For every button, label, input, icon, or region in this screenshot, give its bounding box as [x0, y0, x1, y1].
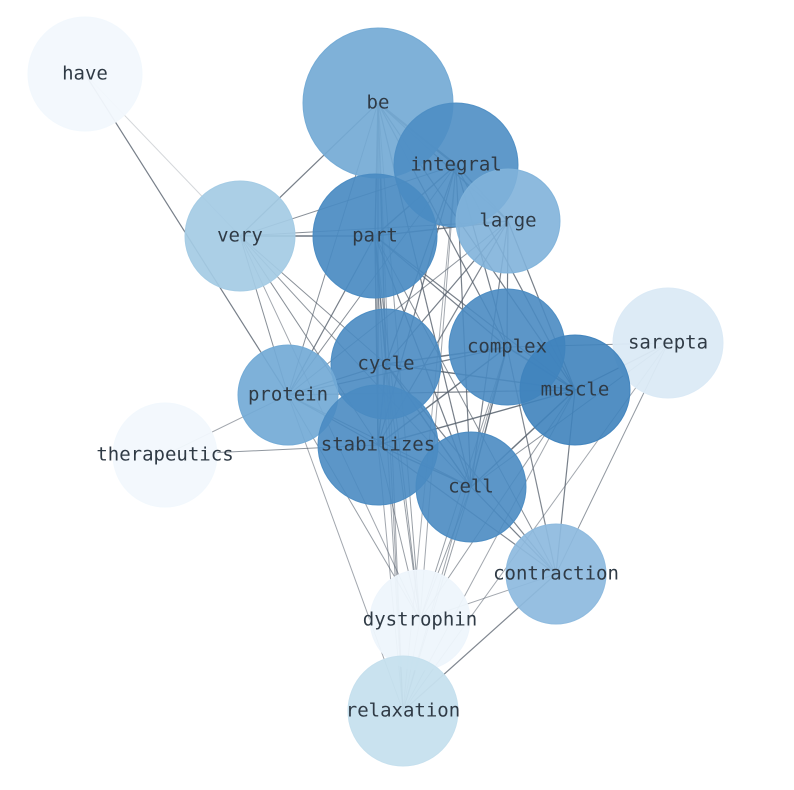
graph-node-label-be: be: [367, 92, 390, 114]
graph-node-label-relaxation: relaxation: [346, 700, 460, 722]
graph-node-label-part: part: [352, 225, 398, 247]
graph-node-large[interactable]: [455, 168, 561, 274]
graph-node-part[interactable]: [312, 173, 438, 299]
graph-node-label-complex: complex: [467, 336, 547, 358]
graph-node-very[interactable]: [184, 180, 296, 292]
graph-node-label-cell: cell: [448, 476, 494, 498]
graph-node-cell[interactable]: [415, 431, 527, 543]
graph-node-relaxation[interactable]: [347, 655, 459, 767]
graph-node-label-stabilizes: stabilizes: [321, 434, 435, 456]
graph-node-protein[interactable]: [237, 344, 339, 446]
graph-node-label-dystrophin: dystrophin: [363, 609, 477, 631]
graph-node-label-protein: protein: [248, 384, 328, 406]
graph-node-label-muscle: muscle: [541, 379, 610, 401]
graph-node-label-integral: integral: [410, 154, 502, 176]
graph-node-label-therapeutics: therapeutics: [96, 444, 233, 466]
graph-edge: [374, 235, 557, 575]
graph-node-label-have: have: [62, 63, 108, 85]
graph-edge: [287, 394, 404, 712]
graph-node-therapeutics[interactable]: [112, 402, 218, 508]
graph-node-have[interactable]: [27, 16, 143, 132]
graph-node-sarepta[interactable]: [612, 287, 724, 399]
nodes-layer: [27, 16, 724, 767]
graph-node-label-large: large: [479, 210, 536, 232]
graph-node-muscle[interactable]: [519, 334, 631, 446]
graph-node-label-sarepta: sarepta: [628, 332, 708, 354]
graph-node-contraction[interactable]: [505, 523, 607, 625]
graph-node-label-cycle: cycle: [357, 353, 414, 375]
graph-node-label-very: very: [217, 225, 263, 247]
graph-node-label-contraction: contraction: [493, 563, 619, 585]
labels-layer: have be integral large very part sarepta comple…: [62, 63, 708, 722]
